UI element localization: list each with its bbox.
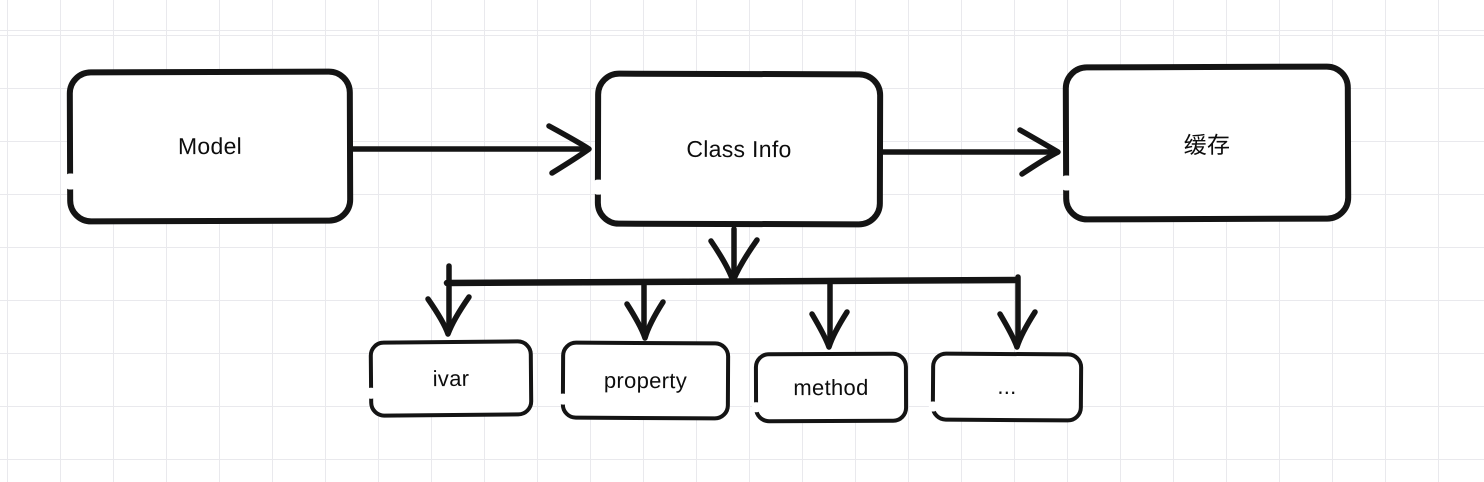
node-property: property xyxy=(558,340,731,421)
border-gap xyxy=(558,393,567,405)
border-gap xyxy=(593,179,603,195)
arrow-model-to-class-info xyxy=(349,123,592,176)
border-gap xyxy=(367,387,376,399)
arrow-branch-to-more xyxy=(997,274,1038,350)
node-class-info: Class Info xyxy=(593,70,884,228)
node-ivar: ivar xyxy=(367,339,534,418)
node-property-label: property xyxy=(603,367,688,393)
arrow-branch-to-method xyxy=(809,279,850,350)
border-gap xyxy=(1062,175,1072,191)
arrow-branch-to-property xyxy=(624,279,666,341)
node-model-label: Model xyxy=(177,132,243,160)
node-more: ... xyxy=(928,351,1084,423)
node-method-label: method xyxy=(793,374,869,400)
node-cache: 缓存 xyxy=(1062,63,1352,223)
arrow-branch-to-ivar xyxy=(425,263,472,337)
border-gap xyxy=(66,173,76,190)
node-method: method xyxy=(752,351,909,424)
node-model: Model xyxy=(66,68,354,225)
arrow-class-info-to-cache xyxy=(880,127,1061,177)
arrow-class-info-down xyxy=(708,226,760,284)
node-ivar-label: ivar xyxy=(432,365,470,391)
branch-line xyxy=(443,276,1020,287)
node-cache-label: 缓存 xyxy=(1183,131,1231,159)
border-gap xyxy=(752,402,761,413)
node-class-info-label: Class Info xyxy=(686,135,792,162)
border-gap xyxy=(928,401,937,412)
node-more-label: ... xyxy=(997,373,1017,400)
